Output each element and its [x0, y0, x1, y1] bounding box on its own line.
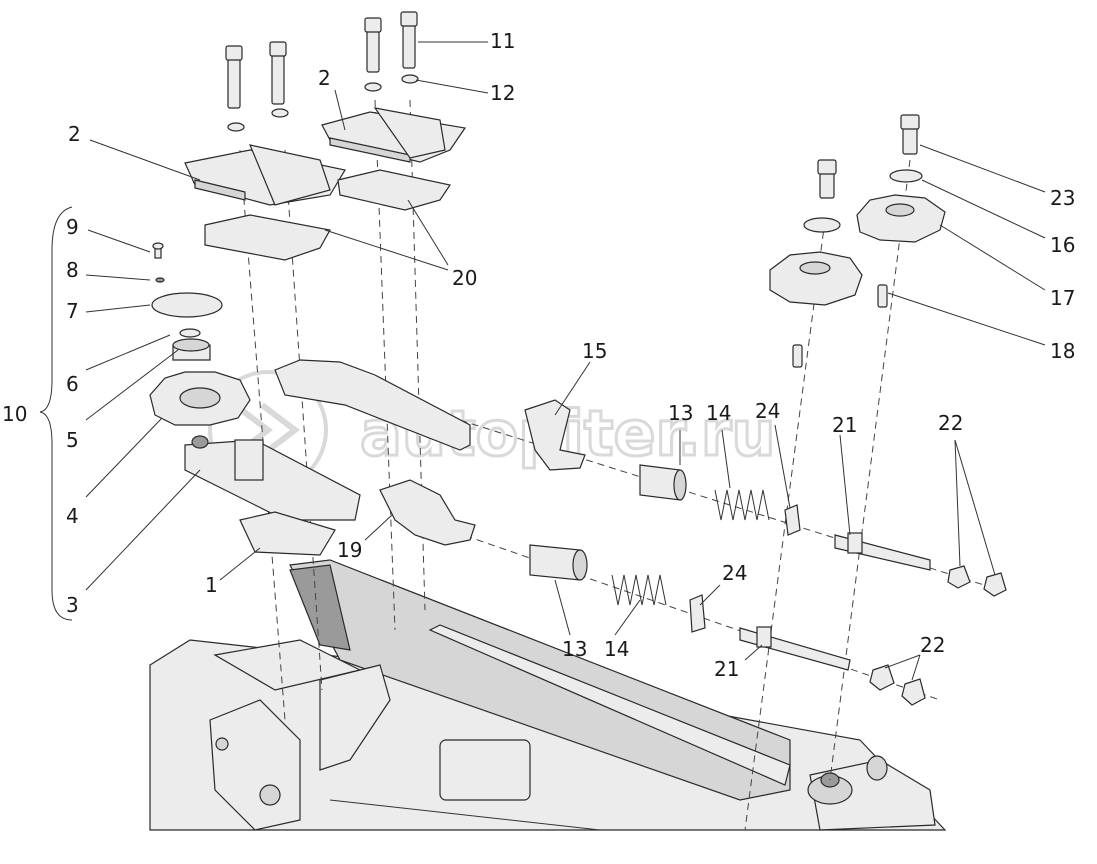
callout-22-lower: 22	[920, 633, 945, 657]
callout-labels: 11 12 2 2 20 9 8 7 6 5 4 3 10 1 19 15 23…	[2, 29, 1075, 681]
callout-15: 15	[582, 339, 607, 363]
bolts-upper	[225, 11, 419, 132]
spring-upper	[714, 489, 770, 521]
callout-14-upper: 14	[706, 401, 731, 425]
callout-1: 1	[205, 573, 218, 597]
levers	[379, 399, 586, 546]
callout-7: 7	[66, 299, 79, 323]
shaft-parts	[529, 464, 1007, 706]
callout-20: 20	[452, 266, 477, 290]
leader-lines	[39, 41, 1046, 681]
callout-10: 10	[2, 402, 27, 426]
callout-21-upper: 21	[832, 413, 857, 437]
right-parts	[769, 114, 946, 368]
callout-22-upper: 22	[938, 411, 963, 435]
callout-2-upper: 2	[318, 66, 331, 90]
callout-6: 6	[66, 372, 79, 396]
left-assembly	[149, 242, 471, 556]
callout-16: 16	[1050, 233, 1075, 257]
spring-lower	[611, 574, 667, 606]
callout-24-upper: 24	[755, 399, 780, 423]
callout-2-left: 2	[68, 122, 81, 146]
callout-24-lower: 24	[722, 561, 747, 585]
callout-3: 3	[66, 593, 79, 617]
callout-18: 18	[1050, 339, 1075, 363]
callout-23: 23	[1050, 186, 1075, 210]
callout-5: 5	[66, 428, 79, 452]
callout-13-lower: 13	[562, 637, 587, 661]
brackets	[184, 107, 467, 261]
callout-19: 19	[337, 538, 362, 562]
callout-21-lower: 21	[714, 657, 739, 681]
callout-11: 11	[490, 29, 515, 53]
callout-17: 17	[1050, 286, 1075, 310]
callout-8: 8	[66, 258, 79, 282]
callout-4: 4	[66, 504, 79, 528]
callout-12: 12	[490, 81, 515, 105]
frame-base	[149, 559, 947, 831]
callout-14-lower: 14	[604, 637, 629, 661]
callout-9: 9	[66, 215, 79, 239]
callout-13-upper: 13	[668, 401, 693, 425]
